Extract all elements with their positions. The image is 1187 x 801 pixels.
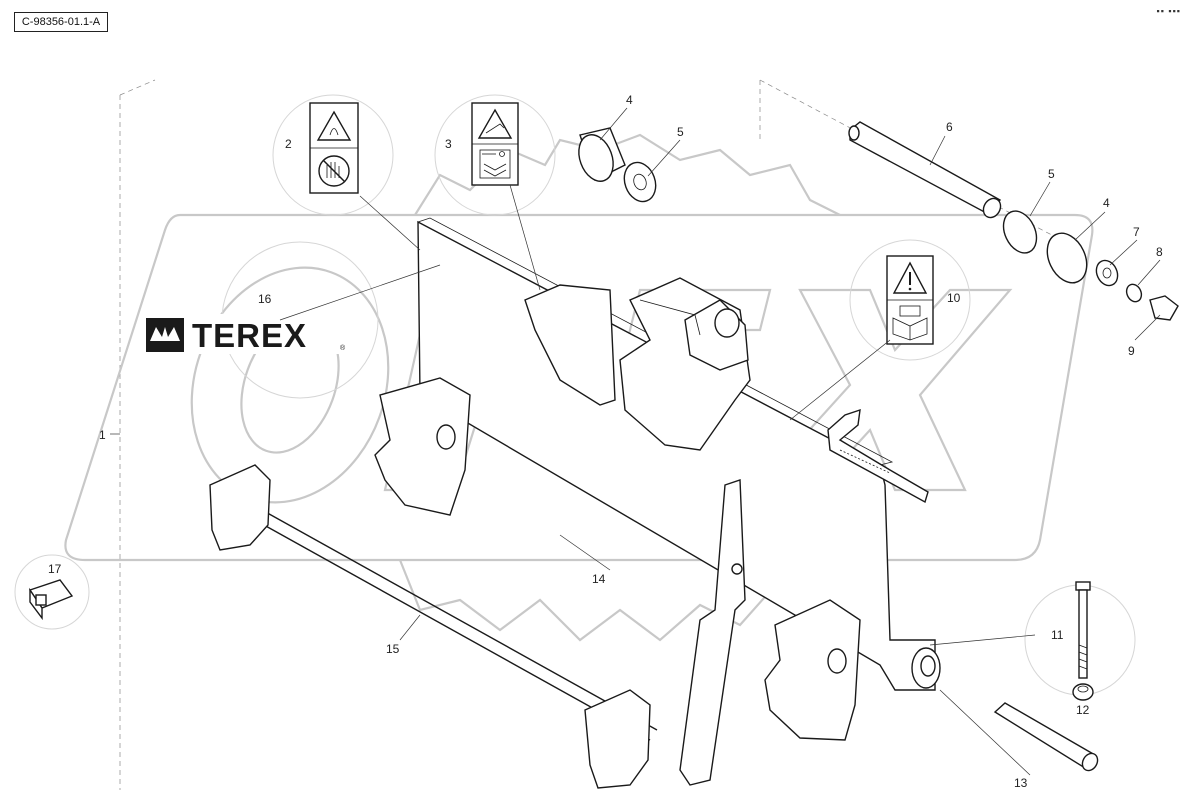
detail-circle-3 — [434, 94, 556, 216]
callout-5-left: 5 — [677, 125, 684, 139]
upper-brackets — [524, 277, 751, 451]
lower-right-hook-body — [764, 599, 861, 741]
watermark-letter-o — [190, 266, 390, 504]
callout-9: 9 — [1128, 344, 1135, 358]
lower-left-hook-hole — [436, 424, 456, 450]
hardware-upper-left — [578, 127, 657, 203]
drawing-reference-code: C-98356-01.1-A — [14, 12, 108, 32]
callout-12: 12 — [1076, 703, 1090, 717]
fire-hazard-warning-icon — [316, 110, 352, 141]
detail-circle-17 — [14, 554, 90, 630]
bolt-item-11 — [1075, 581, 1091, 679]
nut-item-12 — [1072, 683, 1094, 701]
bolt-9 — [1149, 295, 1179, 321]
side-pin-boss — [911, 647, 941, 689]
lower-right-hook — [764, 599, 861, 741]
callout-2: 2 — [285, 137, 292, 151]
nut-8 — [1125, 283, 1143, 303]
callout-4-left: 4 — [626, 93, 633, 107]
lower-left-hook-body — [374, 377, 471, 516]
assembly-boundary-top — [119, 79, 156, 96]
callout-labels: 1 2 3 4 5 6 5 4 7 8 9 10 11 12 13 14 15 … — [48, 93, 1163, 790]
brand-registered-mark: ® — [340, 344, 346, 352]
decal-item-2 — [309, 102, 359, 194]
callout-17: 17 — [48, 562, 62, 576]
detail-circle-10 — [849, 239, 971, 361]
watermark-frame — [64, 213, 1094, 562]
lower-left-hook — [374, 377, 471, 516]
upper-left-hook — [524, 284, 616, 406]
callout-7: 7 — [1133, 225, 1140, 239]
locking-rod-item-15 — [209, 464, 658, 789]
hardware-upper-right — [1002, 210, 1179, 321]
callout-13: 13 — [1014, 776, 1028, 790]
pin-item-13 — [993, 702, 1099, 772]
callout-1: 1 — [99, 428, 106, 442]
bolt-11-shaft — [1078, 589, 1088, 679]
washer-5-left — [623, 161, 657, 203]
callout-5-right: 5 — [1048, 167, 1055, 181]
lever-arm — [679, 479, 746, 786]
plug-cap-icon — [28, 579, 74, 621]
lever-handle — [679, 479, 746, 786]
warning-triangle-icon — [892, 261, 928, 294]
hand-crush-warning-icon — [477, 108, 513, 139]
detail-circle-2 — [272, 94, 394, 216]
callout-10: 10 — [947, 291, 961, 305]
callout-3: 3 — [445, 137, 452, 151]
washer-7 — [1095, 259, 1119, 287]
decal-item-10 — [886, 255, 934, 345]
pin-6-shaft — [849, 121, 1002, 216]
callout-14: 14 — [592, 572, 606, 586]
callout-11: 11 — [1051, 628, 1064, 642]
lower-right-hook-hole — [827, 648, 847, 674]
callout-8: 8 — [1156, 245, 1163, 259]
pin-hole — [714, 308, 740, 338]
watermark-gear-bottom — [398, 559, 811, 642]
read-manual-icon — [479, 149, 511, 179]
bushing-4-right — [1046, 232, 1088, 284]
brand-label-text: TEREX — [192, 317, 307, 354]
callout-15: 15 — [386, 642, 400, 656]
callout-16: 16 — [258, 292, 272, 306]
leader-lines — [110, 107, 1161, 776]
lever-pivot — [731, 563, 743, 575]
pin-item-6 — [848, 121, 1002, 219]
manual-book-icon — [892, 305, 928, 341]
rod-latch-left — [209, 464, 271, 551]
callout-6: 6 — [946, 120, 953, 134]
rod-latch-right — [584, 689, 651, 789]
bolt-11-head — [1075, 581, 1091, 591]
spring-pin-body — [827, 408, 929, 504]
decal-item-3 — [471, 102, 519, 186]
spring-lock-pin — [827, 408, 929, 504]
callout-4-right: 4 — [1103, 196, 1110, 210]
no-hand-icon — [318, 155, 350, 187]
decal-item-16-terex-label: TEREX ® — [140, 314, 350, 354]
corner-mark: ▪▪ ▪▪▪ — [1156, 6, 1181, 16]
washer-5-right — [1002, 210, 1038, 254]
